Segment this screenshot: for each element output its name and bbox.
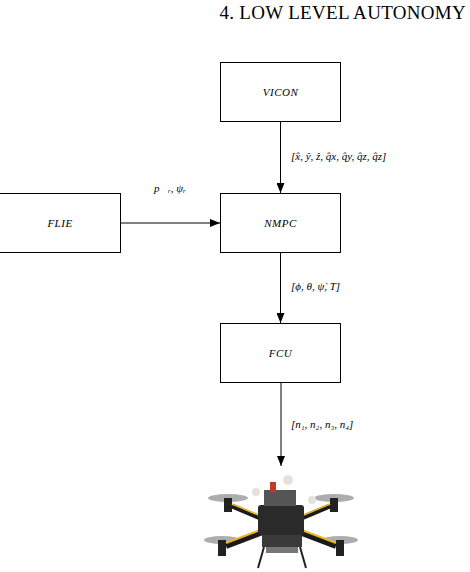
process-box: FCU [220, 323, 341, 383]
box-label: FCU [269, 347, 293, 359]
page-title: 4. LOW LEVEL AUTONOMY [219, 2, 466, 24]
signal-label: [n₁, n₂, n₃, n₄] [291, 418, 353, 430]
drone-illustration [204, 475, 358, 568]
box-label: NMPC [264, 217, 297, 229]
process-box: FLIE [0, 193, 121, 253]
signal-arrow [280, 253, 281, 323]
process-box: VICON [220, 62, 341, 122]
signal-arrow [121, 223, 220, 224]
box-label: FLIE [47, 217, 72, 229]
output-arrow [281, 383, 282, 466]
signal-arrow [280, 122, 281, 193]
signal-label: [ϕ, θ, ψ̇, T] [291, 280, 340, 292]
process-box: NMPC [220, 193, 341, 253]
signal-label: p⃗ᵣ, ψᵣ [154, 182, 186, 194]
signal-label: [x̂, ŷ, ẑ, q̂x, q̂y, q̂z, q̂z] [291, 150, 386, 162]
box-label: VICON [263, 86, 299, 98]
